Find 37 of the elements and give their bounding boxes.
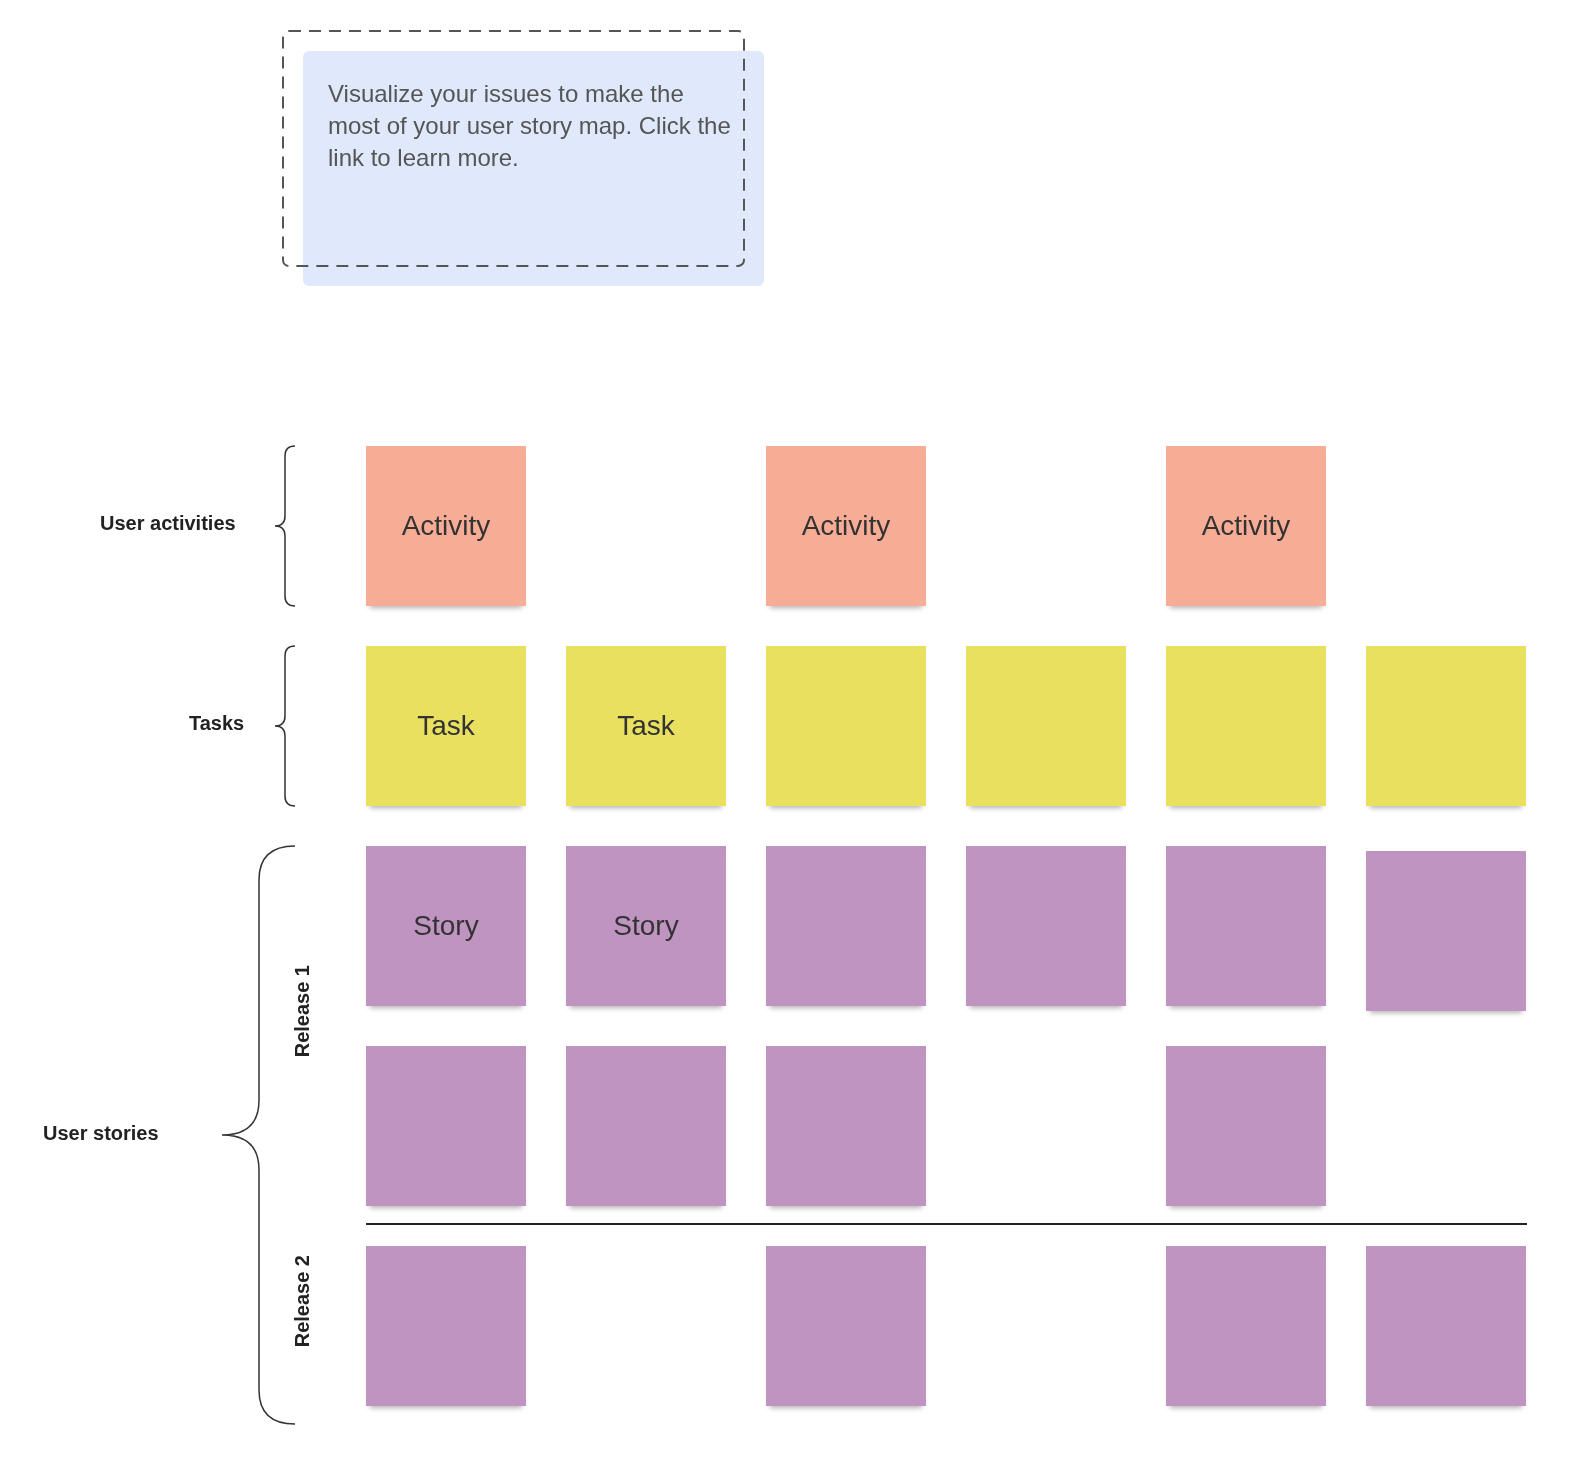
story-sticky-note	[1366, 1246, 1526, 1406]
task-sticky-note	[766, 646, 926, 806]
activity-sticky-note	[766, 446, 926, 606]
release-label: Release 2	[291, 1255, 314, 1348]
story-sticky-note	[1166, 1046, 1326, 1206]
sticky-label: Activity	[1201, 510, 1291, 542]
sticky-label: Task	[617, 710, 675, 742]
sticky-label: Story	[413, 910, 479, 942]
story-sticky-note	[566, 846, 726, 1006]
activity-sticky-note	[366, 446, 526, 606]
task-sticky-note	[1166, 646, 1326, 806]
task-sticky-note	[1366, 646, 1526, 806]
story-sticky-note	[566, 1046, 726, 1206]
story-sticky-note	[766, 1046, 926, 1206]
note-card	[303, 51, 764, 286]
story-sticky-note	[366, 1246, 526, 1406]
story-sticky-note	[366, 846, 526, 1006]
story-sticky-note	[1166, 846, 1326, 1006]
story-sticky-note	[766, 846, 926, 1006]
story-sticky-note	[366, 1046, 526, 1206]
row-label: User stories	[43, 1122, 159, 1145]
task-sticky-note	[966, 646, 1126, 806]
task-sticky-note	[366, 646, 526, 806]
story-sticky-note	[1166, 1246, 1326, 1406]
release-label: Release 1	[291, 965, 314, 1058]
story-sticky-note	[1366, 851, 1526, 1011]
activity-sticky-note	[1166, 446, 1326, 606]
story-sticky-note	[766, 1246, 926, 1406]
row-label: User activities	[100, 512, 236, 535]
sticky-label: Task	[417, 710, 475, 742]
story-sticky-note	[966, 846, 1126, 1006]
sticky-label: Activity	[401, 510, 491, 542]
note-text: Visualize your issues to make the most of your user story map. Click the link to learn more.	[328, 79, 732, 173]
sticky-label: Story	[613, 910, 679, 942]
sticky-label: Activity	[801, 510, 891, 542]
row-label: Tasks	[189, 712, 245, 735]
task-sticky-note	[566, 646, 726, 806]
